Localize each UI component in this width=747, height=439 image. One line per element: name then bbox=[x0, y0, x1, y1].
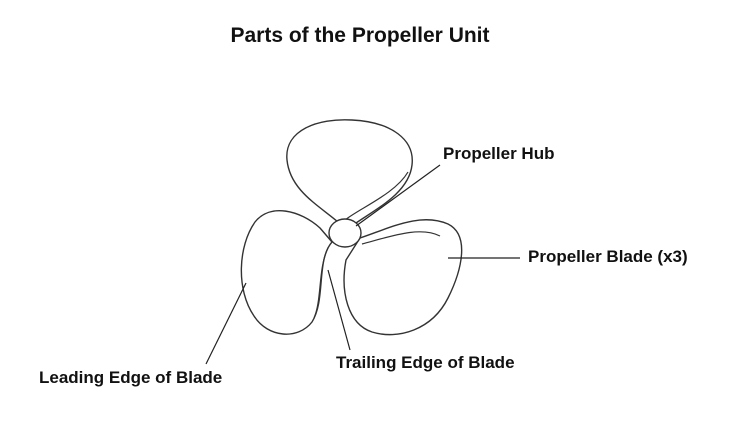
propeller-hub bbox=[328, 218, 362, 248]
trailing-edge-leader-line bbox=[327, 269, 351, 351]
blade-right-inner-edge bbox=[361, 231, 441, 245]
label-propeller-hub: Propeller Hub bbox=[443, 144, 555, 163]
label-leading-edge: Leading Edge of Blade bbox=[39, 368, 223, 387]
blade-left-inner-edge bbox=[313, 247, 329, 319]
diagram-title: Parts of the Propeller Unit bbox=[230, 24, 490, 47]
propeller-blade-top bbox=[286, 119, 413, 224]
hub-leader-line bbox=[355, 164, 441, 227]
blade-top-inner-edge bbox=[344, 171, 409, 221]
propeller-blade-left bbox=[240, 210, 333, 335]
label-propeller-blade: Propeller Blade (x3) bbox=[528, 247, 688, 266]
label-trailing-edge: Trailing Edge of Blade bbox=[336, 353, 515, 372]
propeller-blade-right bbox=[343, 219, 463, 336]
leading-edge-leader-line bbox=[205, 282, 247, 365]
